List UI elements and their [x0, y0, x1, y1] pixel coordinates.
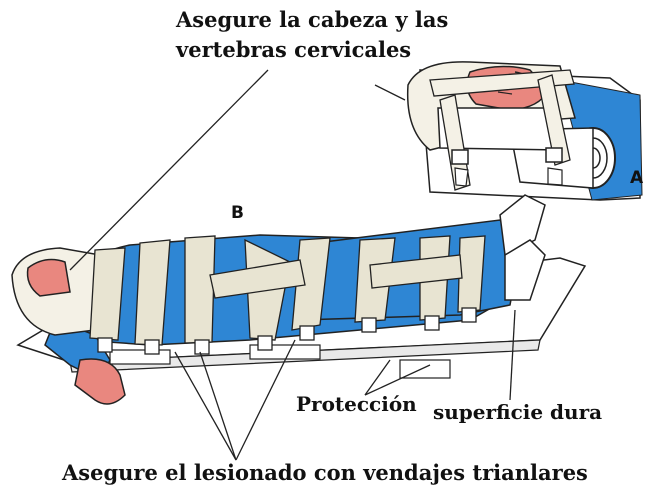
main-marker-b: B — [231, 205, 244, 222]
patient-face — [28, 260, 71, 296]
hard-surface-label: superficie dura — [433, 402, 602, 422]
body-instruction-label: Asegure el lesionado con vendajes trianl… — [62, 462, 588, 483]
inset-marker-a: A — [630, 170, 643, 187]
head-instruction-line2: vertebras cervicales — [176, 39, 411, 60]
inset-head-detail — [408, 62, 642, 200]
protection-label: Protección — [296, 394, 417, 414]
main-figure — [12, 195, 585, 404]
head-instruction-line1: Asegure la cabeza y las — [176, 9, 448, 30]
